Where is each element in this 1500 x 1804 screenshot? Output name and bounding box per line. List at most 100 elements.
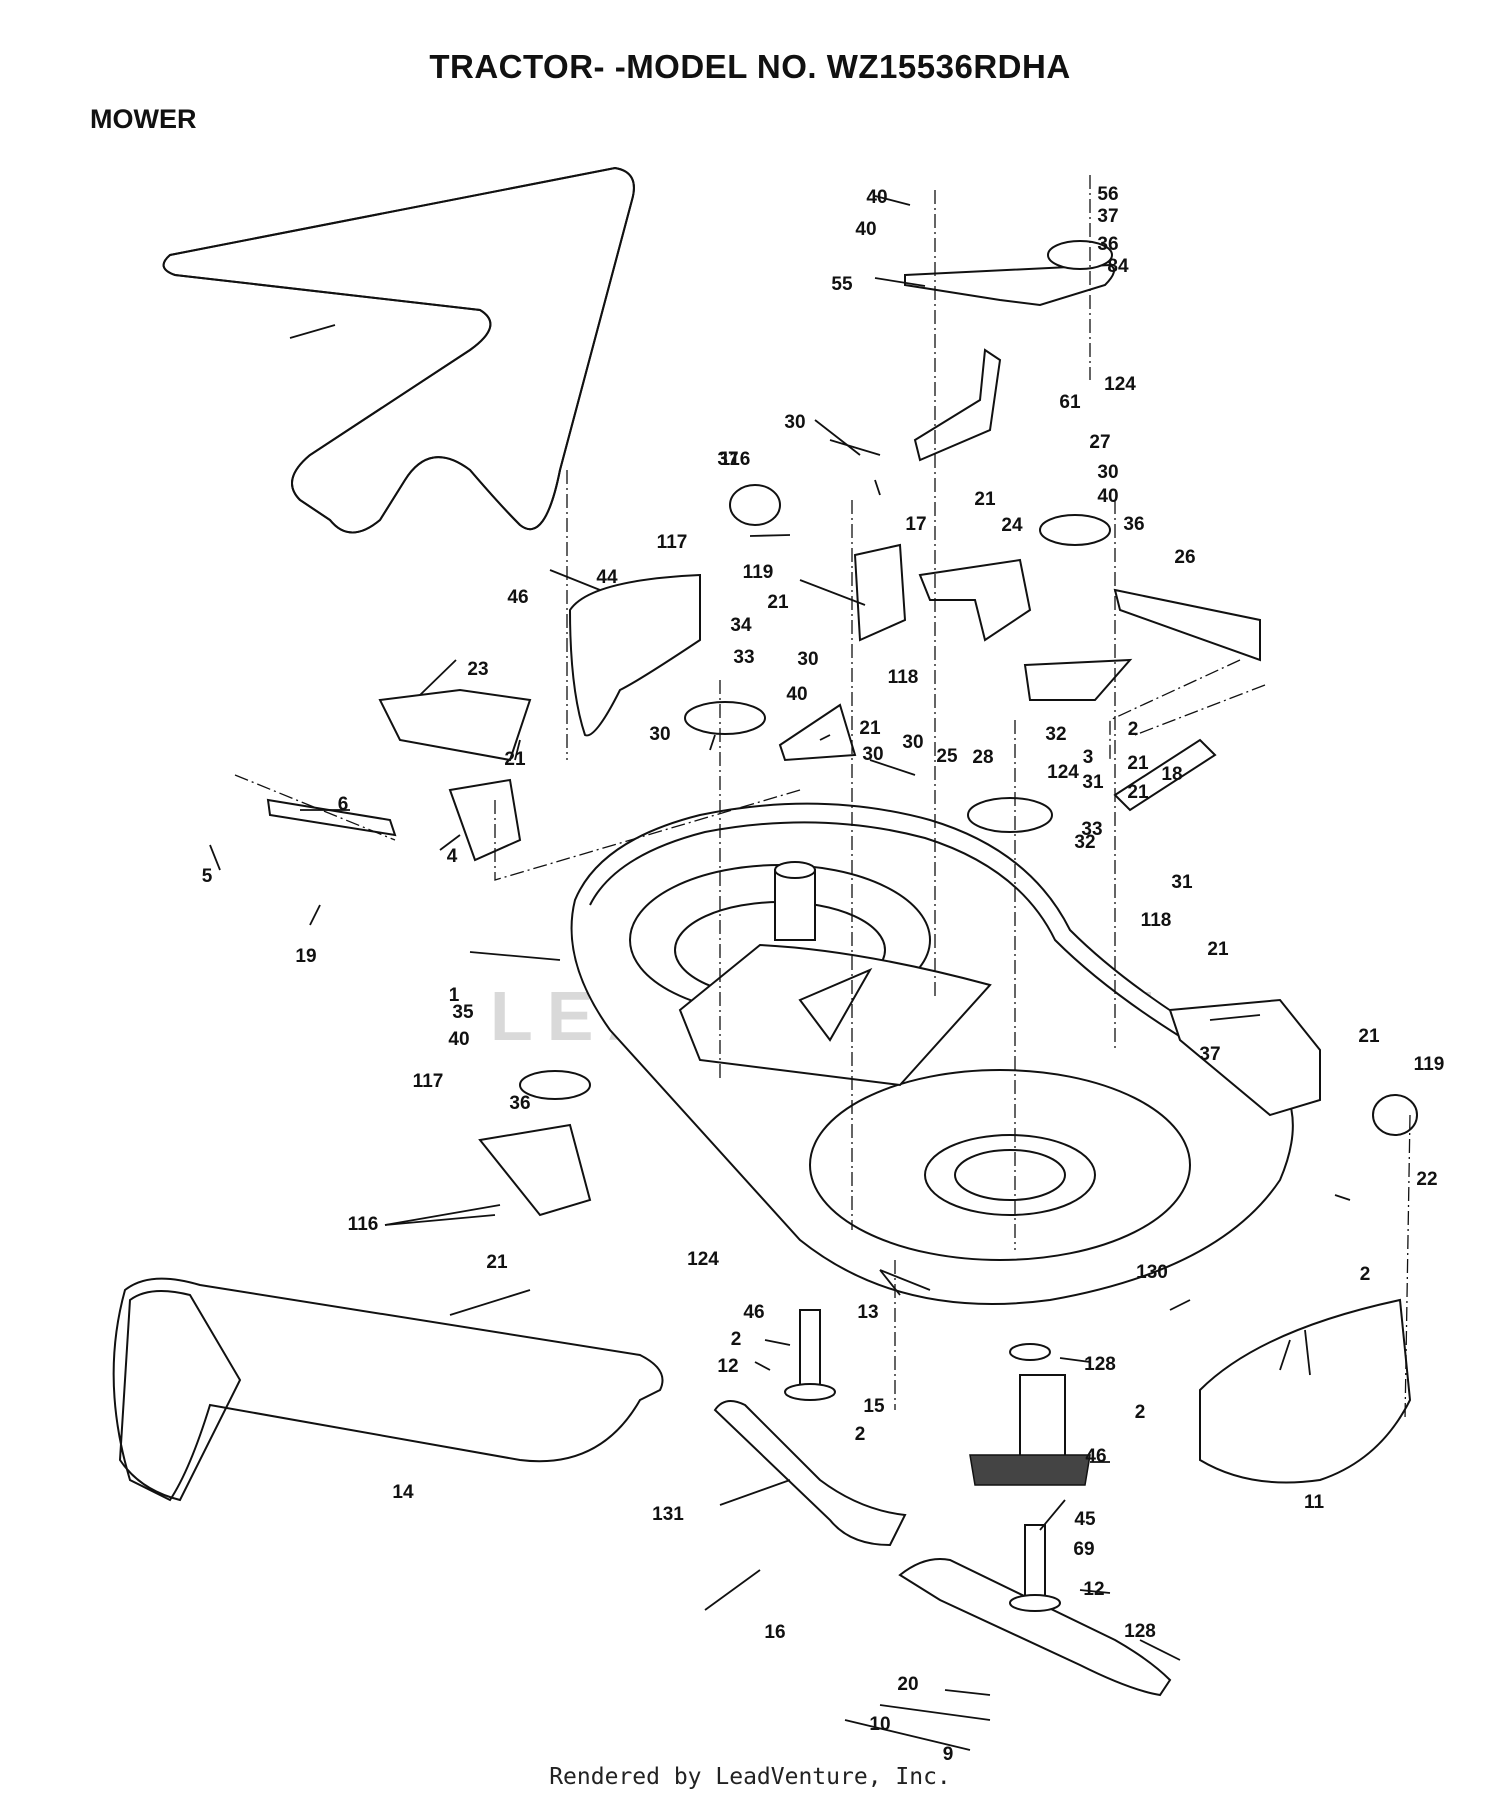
part-callout-2: 2 [731, 1329, 742, 1350]
part-callout-3: 3 [1083, 747, 1094, 768]
part-callout-37: 37 [1097, 206, 1118, 227]
part-callout-128: 128 [1124, 1621, 1156, 1642]
part-callout-56: 56 [1097, 184, 1118, 205]
footer-credit: Rendered by LeadVenture, Inc. [549, 1764, 951, 1790]
part-callout-36: 36 [1123, 514, 1144, 535]
part-callout-28: 28 [972, 747, 993, 768]
part-callout-27: 27 [1089, 432, 1110, 453]
part-callout-40: 40 [448, 1029, 469, 1050]
leader-lines [209, 195, 1351, 1751]
part-callout-22: 22 [1416, 1169, 1437, 1190]
part-callout-118: 118 [1141, 910, 1172, 931]
mower-blades [713, 1400, 1172, 1697]
part-callout-2: 2 [1135, 1402, 1146, 1423]
discharge-chute [112, 1277, 664, 1502]
part-callout-130: 130 [1136, 1262, 1168, 1283]
part-callout-2: 2 [855, 1424, 866, 1445]
part-callout-25: 25 [936, 746, 958, 767]
part-callout-30: 30 [784, 412, 805, 433]
part-callout-30: 30 [1097, 462, 1118, 483]
part-callout-23: 23 [467, 659, 488, 680]
page-title: TRACTOR- -MODEL NO. WZ15536RDHA [429, 48, 1071, 85]
part-callout-119: 119 [1414, 1054, 1445, 1075]
part-callout-118: 118 [888, 667, 919, 688]
part-callout-69: 69 [1073, 1539, 1094, 1560]
part-callout-31: 31 [1082, 772, 1104, 793]
part-callout-36: 36 [1097, 234, 1118, 255]
part-callout-46: 46 [507, 587, 528, 608]
part-callout-13: 13 [857, 1302, 878, 1323]
part-callout-37: 37 [1199, 1044, 1220, 1065]
part-callout-84: 84 [1107, 256, 1129, 277]
part-callout-12: 12 [1083, 1579, 1104, 1600]
part-callout-21: 21 [1127, 753, 1149, 774]
part-callout-34: 34 [730, 615, 752, 636]
part-callout-24: 24 [1001, 515, 1023, 536]
part-callout-14: 14 [392, 1482, 414, 1503]
part-callout-32: 32 [1074, 832, 1095, 853]
part-callout-21: 21 [859, 718, 881, 739]
part-callout-18: 18 [1161, 764, 1182, 785]
part-callout-4: 4 [447, 846, 458, 867]
part-callout-119: 119 [743, 562, 774, 583]
part-callout-124: 124 [687, 1249, 719, 1270]
part-callout-2: 2 [1360, 1264, 1371, 1285]
part-callout-16: 16 [764, 1622, 785, 1643]
part-callout-40: 40 [855, 219, 876, 240]
part-callout-19: 19 [295, 946, 316, 967]
part-callout-44: 44 [596, 567, 618, 588]
part-callout-30: 30 [902, 732, 923, 753]
part-callout-33: 33 [733, 647, 754, 668]
spindle-assemblies [784, 1309, 1091, 1612]
drive-belt [162, 166, 635, 534]
part-callout-17: 17 [905, 514, 926, 535]
part-callout-124: 124 [1104, 374, 1136, 395]
part-callout-21: 21 [504, 749, 526, 770]
part-callout-30: 30 [862, 744, 883, 765]
assembly-lines [234, 175, 1411, 1421]
part-callout-21: 21 [1358, 1026, 1380, 1047]
idler-brackets [266, 263, 1321, 1217]
part-callout-31: 31 [1171, 872, 1193, 893]
part-callout-15: 15 [863, 1396, 885, 1417]
part-callout-10: 10 [869, 1714, 890, 1735]
part-callout-40: 40 [786, 684, 807, 705]
part-callout-32: 32 [1045, 724, 1066, 745]
part-callout-8: 8 [0, 0, 5, 5]
part-callout-40: 40 [866, 187, 887, 208]
part-callout-116: 116 [348, 1214, 379, 1235]
part-callout-35: 35 [452, 1002, 474, 1023]
part-callout-1: 1 [449, 985, 460, 1006]
part-callout-46: 46 [743, 1302, 764, 1323]
part-callout-55: 55 [831, 274, 853, 295]
part-callout-124: 124 [1047, 762, 1079, 783]
part-callout-46: 46 [1085, 1446, 1106, 1467]
part-callout-20: 20 [897, 1674, 918, 1695]
part-callout-12: 12 [717, 1356, 738, 1377]
part-callout-26: 26 [1174, 547, 1195, 568]
part-callout-33: 33 [1081, 819, 1102, 840]
pulleys [519, 240, 1418, 1136]
part-callout-6: 6 [338, 794, 349, 815]
section-heading: MOWER [90, 104, 197, 134]
part-callout-128: 128 [1084, 1354, 1116, 1375]
part-callout-131: 131 [652, 1504, 684, 1525]
mower-deck [570, 802, 1294, 1305]
part-callout-2: 2 [1128, 719, 1139, 740]
part-callout-21: 21 [974, 489, 996, 510]
part-callout-36: 36 [509, 1093, 530, 1114]
part-callout-5: 5 [202, 866, 213, 887]
part-callout-21: 21 [486, 1252, 508, 1273]
part-callout-30: 30 [649, 724, 670, 745]
part-callout-116: 116 [720, 449, 751, 470]
part-callout-11: 11 [1304, 1492, 1325, 1513]
part-callout-117: 117 [657, 532, 688, 553]
part-callout-21: 21 [1207, 939, 1229, 960]
part-callout-40: 40 [1097, 486, 1118, 507]
part-callout-37: 37 [717, 449, 738, 470]
belt-shields [568, 573, 1412, 1484]
part-callout-117: 117 [413, 1071, 444, 1092]
